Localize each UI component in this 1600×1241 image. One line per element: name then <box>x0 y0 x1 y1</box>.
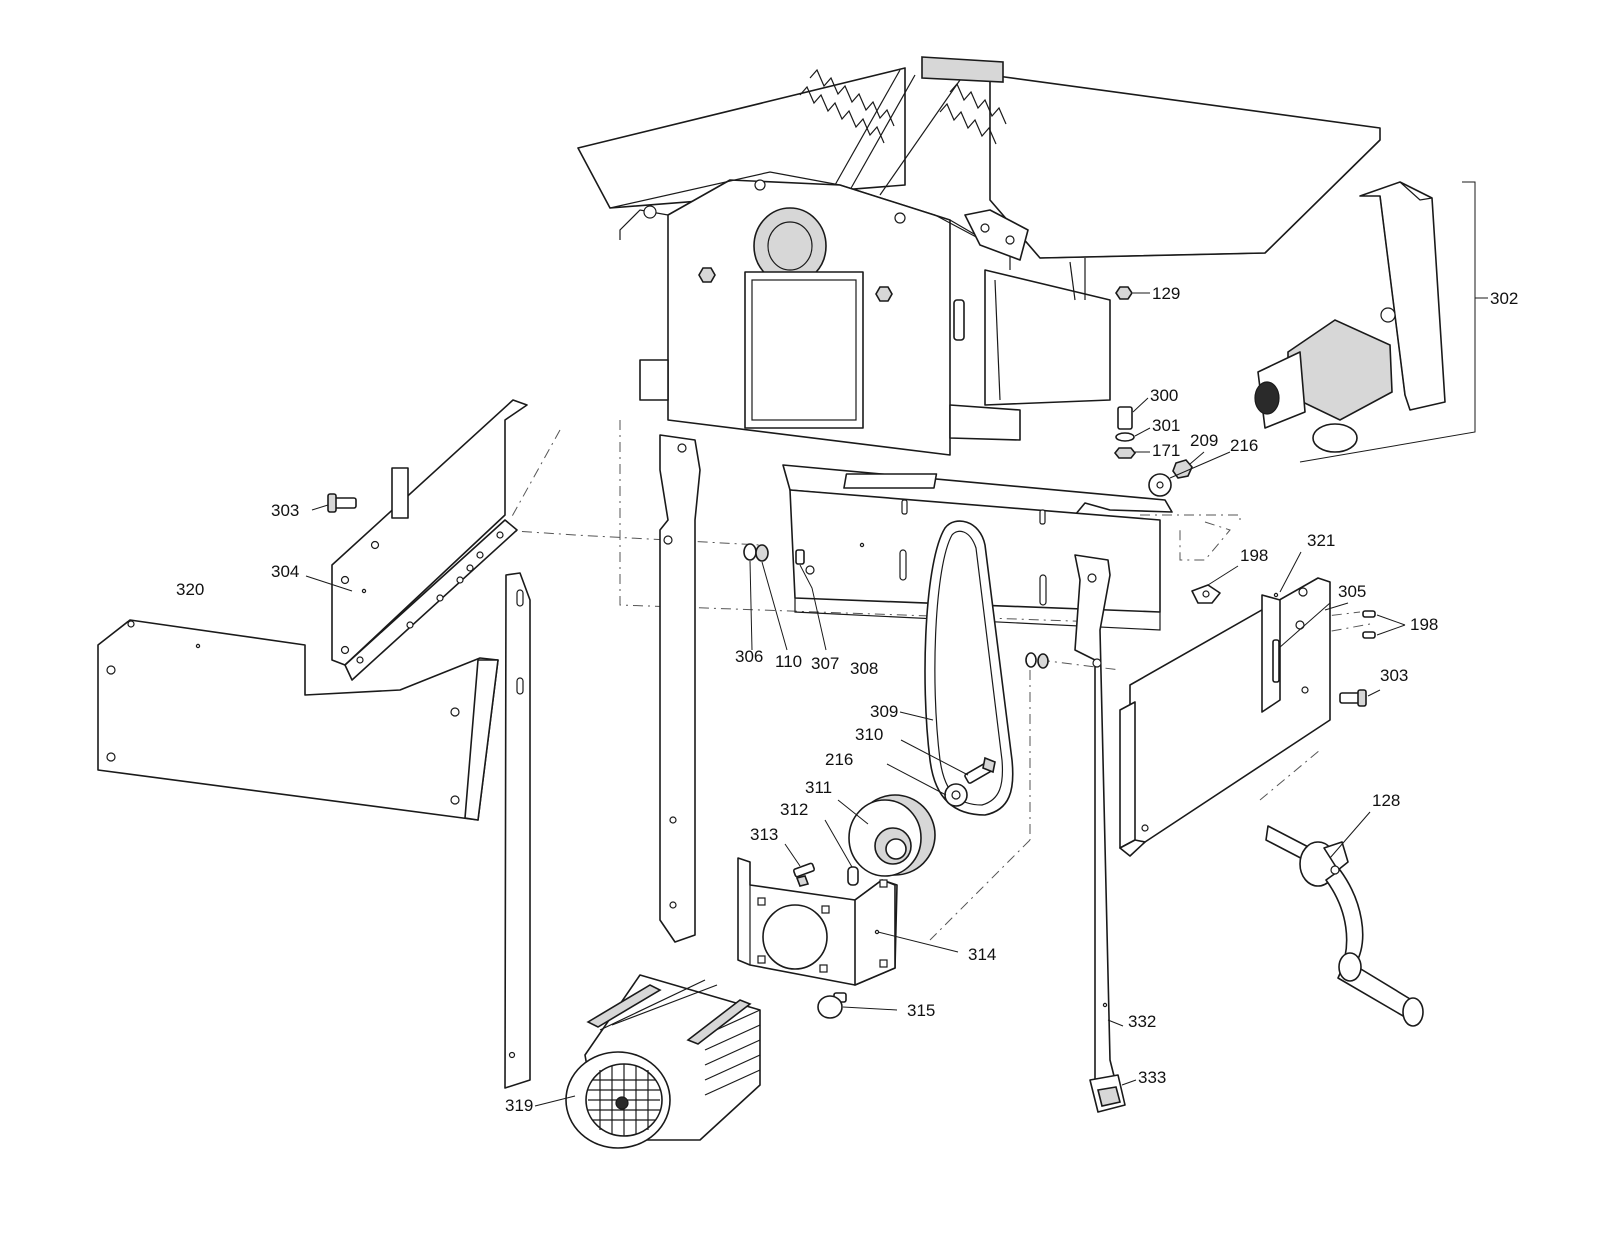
label-308: 308 <box>850 659 878 678</box>
motor-plate-314 <box>737 857 959 986</box>
leg-left-front <box>504 572 531 1089</box>
dust-hood-switch-302 <box>1254 181 1488 463</box>
label-306: 306 <box>735 647 763 666</box>
label-314: 314 <box>968 945 996 964</box>
label-304: 304 <box>271 562 299 581</box>
bolt-303-left <box>311 493 357 513</box>
label-129: 129 <box>1152 284 1180 303</box>
label-300: 300 <box>1150 386 1178 405</box>
pulley-311 <box>837 794 936 877</box>
label-307: 307 <box>811 654 839 673</box>
leg-right-332 <box>1074 554 1116 1081</box>
label-leaders <box>305 551 1349 1027</box>
label-320: 320 <box>176 580 204 599</box>
label-216-top: 216 <box>1230 436 1258 455</box>
label-310: 310 <box>855 725 883 744</box>
label-171: 171 <box>1152 441 1180 460</box>
label-321: 321 <box>1307 531 1335 550</box>
bolt-310-washer-216 <box>886 739 996 807</box>
label-302: 302 <box>1490 289 1518 308</box>
label-303-right: 303 <box>1380 666 1408 685</box>
crank-handle-128 <box>1265 811 1424 1027</box>
label-332: 332 <box>1128 1012 1156 1031</box>
label-305: 305 <box>1338 582 1366 601</box>
label-128: 128 <box>1372 791 1400 810</box>
knob-315 <box>817 992 898 1019</box>
label-312: 312 <box>780 800 808 819</box>
rail-304 <box>331 399 528 681</box>
label-216-belt: 216 <box>825 750 853 769</box>
label-198-right: 198 <box>1410 615 1438 634</box>
rail-321 <box>1119 565 1331 857</box>
label-315: 315 <box>907 1001 935 1020</box>
bolt-303-right <box>1339 689 1381 707</box>
panel-320 <box>97 619 499 821</box>
label-209: 209 <box>1190 431 1218 450</box>
belt-309 <box>899 520 1014 816</box>
label-313: 313 <box>750 825 778 844</box>
label-311: 311 <box>805 778 832 797</box>
part-number-labels: 129 302 300 301 171 209 216 303 304 320 … <box>176 284 1518 1115</box>
leg-left-rear <box>659 434 701 943</box>
foot-cap-333 <box>1089 1074 1137 1113</box>
cutter-block-teeth <box>799 68 1007 196</box>
label-198-top: 198 <box>1240 546 1268 565</box>
label-333: 333 <box>1138 1068 1166 1087</box>
label-309: 309 <box>870 702 898 721</box>
label-110: 110 <box>775 652 802 671</box>
label-303-left: 303 <box>271 501 299 520</box>
planer-table-assembly <box>577 56 1381 456</box>
label-319: 319 <box>505 1096 533 1115</box>
motor-319 <box>534 974 761 1149</box>
fastener-stack <box>1113 286 1231 497</box>
screws-198-305 <box>1272 602 1406 683</box>
label-301: 301 <box>1152 416 1180 435</box>
washers-306-110-307 <box>743 543 1049 669</box>
key-312-bolt-313 <box>784 819 859 887</box>
